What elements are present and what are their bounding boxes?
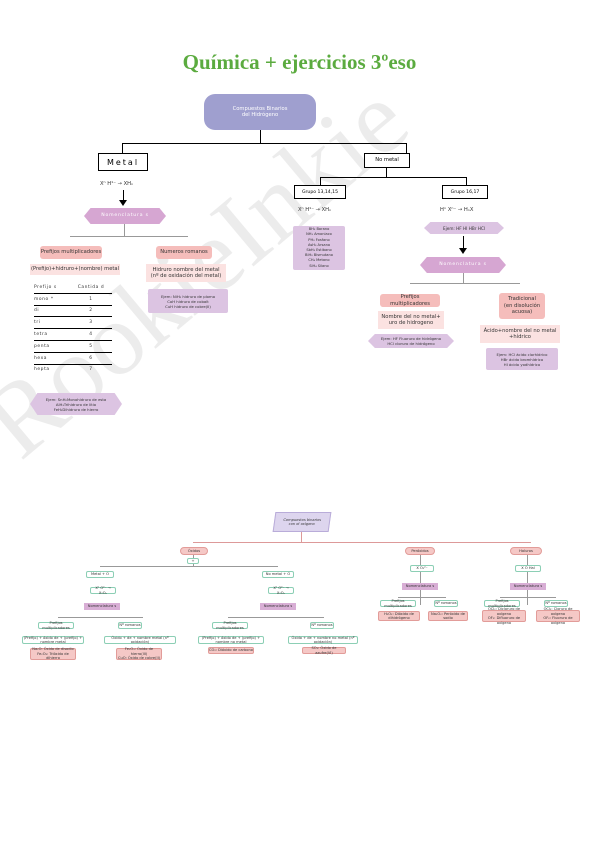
o-a-prefijos: Prefijos multiplicadores (38, 621, 74, 630)
p-stock: Nº romanos (434, 600, 458, 607)
grupo-16-17: Grupo 16,17 (442, 185, 488, 199)
metal-prefijos: Prefijos multiplicadores (40, 246, 102, 259)
o-b2-example: SO₃: Óxido de azufre(VI) (302, 646, 346, 655)
haluros-node: Haluros (510, 547, 542, 555)
arrow-down-icon (459, 248, 467, 254)
o-a2: Óxido + de + nombre metal (nº oxidación) (104, 636, 176, 644)
connector (406, 143, 408, 153)
o-a2-example: Fe₂O₃: Óxido de hierro(III) CuO: Óxido d… (116, 647, 162, 661)
connector (527, 555, 528, 605)
connector (122, 143, 407, 145)
table-header: Prefijo s (34, 284, 57, 290)
nometal-prefijos-example: Ejem: HF Fluoruro de hidrógeno HCl cloru… (368, 334, 454, 348)
o-a1-example: Na₂O: Óxido de disodio Fe₂O₃: Trióxido d… (30, 647, 76, 660)
metal-formula: Xⁿ H¹⁻ → XHₙ (100, 181, 134, 187)
page-title: Química + ejercicios 3ºeso (182, 50, 417, 74)
o-b-prefijos: Prefijos multiplicadores (212, 621, 248, 630)
connector (420, 555, 421, 605)
connector (193, 542, 531, 543)
arrow-line (463, 236, 465, 250)
h-stock: Nº romanos (544, 600, 568, 607)
nometal-tradicional: Tradicional (en disolución acuosa) (499, 293, 545, 319)
o-a-stock: Nº romanos (118, 622, 142, 629)
nometal-nomenclature: Nomenclatura s (420, 257, 506, 273)
peroxidos-node: Peróxidos (405, 547, 435, 555)
o-b-stock: Nº romanos (310, 622, 334, 629)
connector (122, 143, 124, 153)
o-no-metal: No metal + O (262, 571, 294, 578)
o-b1: (Prefijo) + óxido de + (prefijo) + nombr… (198, 636, 264, 644)
o-b2: Óxido + de + nombre no metal (nº oxidaci… (288, 636, 358, 644)
connector (70, 236, 188, 237)
nometal-prefijos: Prefijos multiplicadores (380, 294, 440, 307)
p-prefijos-example: H₂O₂: Dióxido de dihidrógeno (378, 611, 420, 621)
grupo-13-15: Grupo 13,14,15 (294, 185, 346, 199)
o-metal: Metal + O (86, 571, 114, 578)
connector (410, 283, 520, 284)
table-row: mono *1 (34, 292, 112, 306)
table-header: Cantida d (77, 284, 105, 290)
o-a1: (Prefijo) + óxido de + (prefijo) + nombr… (22, 635, 84, 644)
o-nom-a: Nomenclatura s (84, 603, 120, 610)
h-prefijos: Prefijos multiplicadores (484, 599, 520, 608)
nometal-node: No metal (364, 153, 410, 168)
connector (463, 273, 464, 283)
metal-prefijos-formula: (Prefijo)+hidruro+(nombre) metal (30, 264, 120, 275)
arrow-down-icon (119, 200, 127, 206)
p-formula: X O₂²⁻ (410, 565, 434, 572)
connector (466, 177, 468, 185)
connector (320, 177, 466, 179)
metal-romanos: Numeros romanos (156, 246, 212, 259)
metal-romanos-example: Ejem: NiH₂ hidruro de plomo CoH hidruro … (148, 289, 228, 313)
connector (398, 597, 446, 598)
grupo-16-17-example: Ejem: HF HI HBr HCl (424, 222, 504, 234)
root-node: Compuestos Binarios del Hidrógeno (204, 94, 316, 130)
grupo-16-17-formula: Hˣ Xⁿ⁻ → HₙX (440, 207, 474, 213)
h-formula: X O Hal (515, 565, 541, 572)
connector (124, 224, 125, 236)
connector (500, 597, 556, 598)
metal-node: Metal (98, 153, 148, 171)
nometal-prefijos-formula: Nombre del no metal+ uro de hidrogeno (378, 311, 444, 329)
grupo-13-15-formula: Xⁿ H¹⁻ → XHₙ (298, 207, 332, 213)
grupo-13-15-list: BH₃ Borano NH₃ Amoniaco PH₃ Fosfano AsH₃… (293, 226, 345, 270)
connector (228, 617, 324, 618)
nometal-tradicional-formula: Ácido+nombre del no metal +hídrico (480, 325, 560, 343)
h-stock-example: OCl₂: Cloruro de oxígeno OF₂: Fluoruro d… (536, 607, 580, 625)
connector (320, 177, 322, 185)
connector (58, 617, 143, 618)
connector (260, 130, 262, 144)
o-nom-b: Nomenclatura s (260, 603, 296, 610)
p-nom: Nomenclatura s (402, 583, 438, 590)
h-prefijos-example: OCl₂: Dicloruro de oxígeno OF₂: Difluoru… (482, 607, 526, 625)
o-formula-a: Xⁿ O²⁻ → X₂Oₙ (90, 586, 116, 595)
metal-romanos-formula: Hidruro nombre del metal (nº de oxidació… (146, 264, 226, 282)
metal-nomenclature: Nomenclatura s (84, 208, 166, 224)
oxigeno-root: Compuestos binarios con el oxígeno (272, 512, 332, 532)
o-b1-example: CO₂: Dióxido de carbono (208, 647, 254, 654)
oxidos-node: Óxidos (180, 547, 208, 555)
nometal-tradicional-example: Ejem: HCl ácido clorhídrico HBr ácido br… (486, 348, 558, 370)
h-nom: Nomenclatura s (510, 583, 546, 590)
connector (386, 168, 388, 178)
connector (100, 566, 278, 567)
p-prefijos: Prefijos multiplicadores (380, 599, 416, 608)
o-formula-b: Xⁿ O²⁻ → X₂Oₙ (268, 586, 294, 595)
arrow-line (123, 190, 125, 202)
p-stock-example: Na₂O₂: Peróxido de sodio (428, 611, 468, 621)
metal-prefijos-example: Ejem: SnH₂Monohidruro de esta AlH₃Trihid… (30, 393, 122, 415)
oxidos-plus: + (187, 558, 199, 564)
connector (301, 532, 302, 542)
